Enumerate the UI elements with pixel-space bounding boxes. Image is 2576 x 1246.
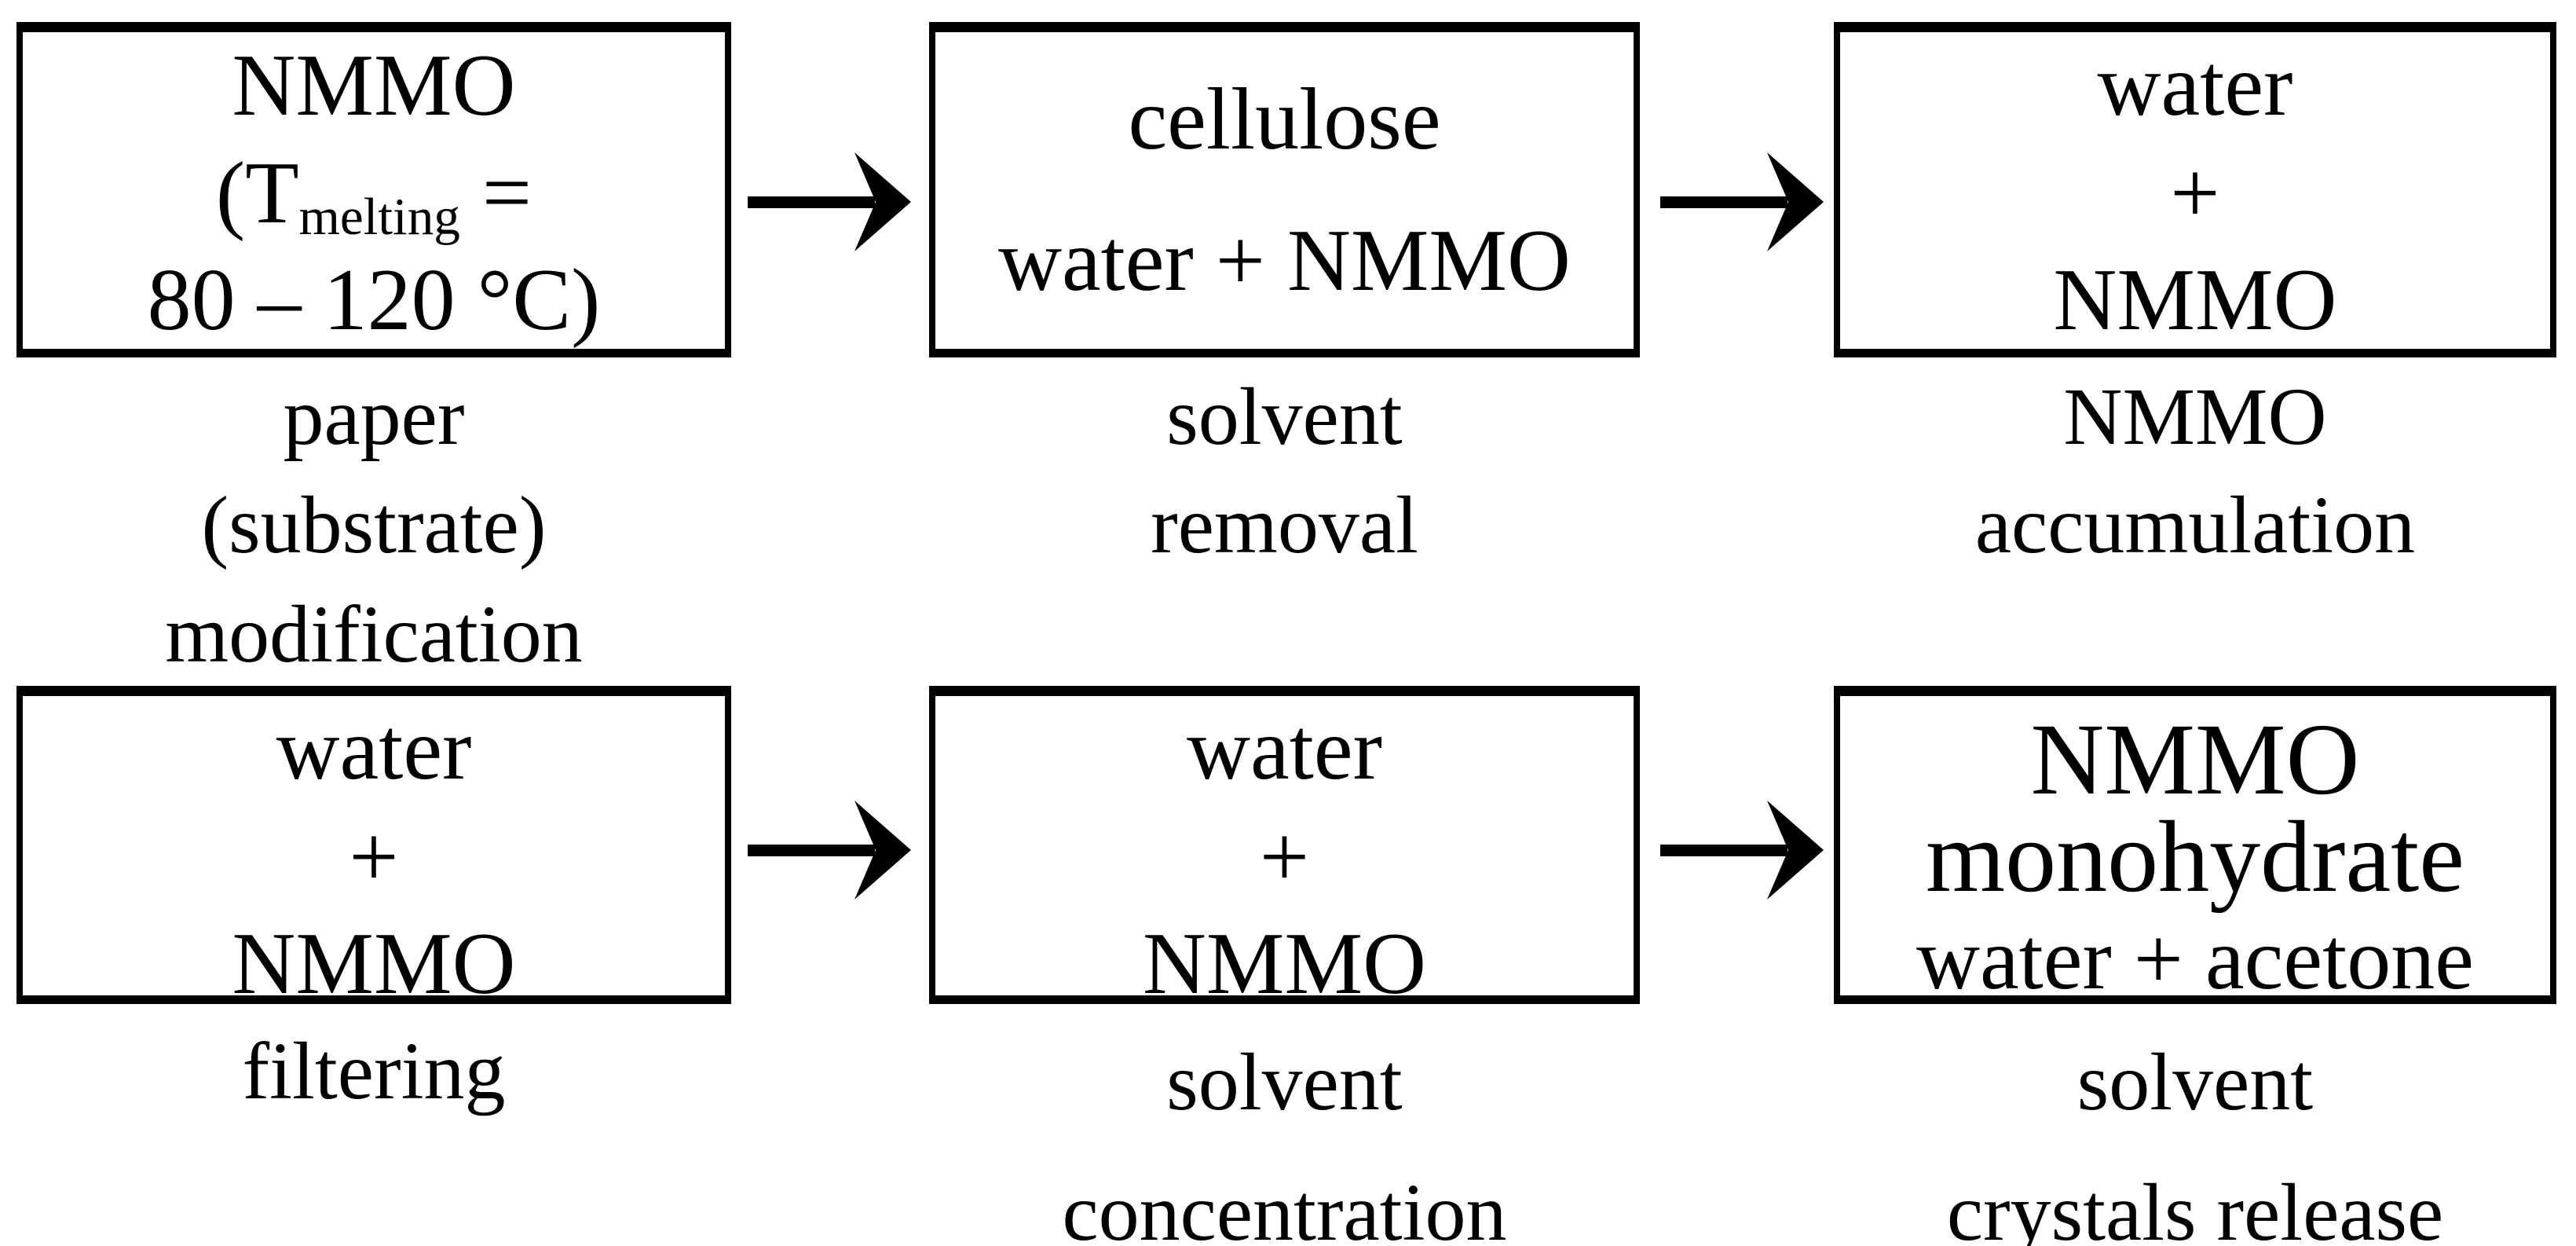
box-text-line: cellulose xyxy=(1128,71,1441,169)
tmelting-post: = xyxy=(459,144,532,242)
caption-solvent-crystals-release: solvent crystals release xyxy=(1834,1017,2556,1246)
flow-arrow-icon xyxy=(746,797,915,903)
caption-solvent-removal: solvent removal xyxy=(929,363,1640,581)
box-text-line: + xyxy=(2170,144,2220,242)
box-text-line: NMMO xyxy=(1143,915,1426,1013)
caption-text-line: concentration xyxy=(1062,1167,1507,1246)
box-text-line: NMMO xyxy=(2030,703,2360,816)
flow-arrow-icon xyxy=(746,149,915,255)
flow-arrow-icon xyxy=(1659,797,1828,903)
caption-text-line: filtering xyxy=(242,1026,506,1116)
caption-text-line: solvent xyxy=(1166,1037,1403,1127)
box-nmmo-monohydrate: NMMO monohydrate water + acetone xyxy=(1834,686,2556,1008)
caption-text-line: solvent xyxy=(2077,1037,2314,1127)
box-text-line: water xyxy=(276,701,472,798)
box-text-line-tmelting: (Tmelting = xyxy=(216,140,532,247)
caption-paper-substrate-modification: paper (substrate) modification xyxy=(16,363,731,689)
caption-text-line: removal xyxy=(1151,480,1418,571)
caption-nmmo-accumulation: NMMO accumulation xyxy=(1834,363,2556,581)
box-text-line: monohydrate xyxy=(1926,800,2464,914)
box-text-line: water xyxy=(1187,701,1382,798)
flow-arrow-icon xyxy=(1659,149,1828,255)
box-water-nmmo-accumulated: water + NMMO xyxy=(1834,22,2556,357)
box-text-line: NMMO xyxy=(232,915,516,1013)
box-nmmo-melting: NMMO (Tmelting = 80 – 120 °C) xyxy=(16,22,731,357)
caption-text-line: paper xyxy=(283,372,465,462)
caption-text-line: accumulation xyxy=(1974,480,2416,571)
box-text-line: water + NMMO xyxy=(998,212,1571,310)
box-water-nmmo-concentrated: water + NMMO xyxy=(929,686,1640,1013)
monohydrate-title-group: NMMO monohydrate xyxy=(1926,703,2464,914)
caption-text-line: modification xyxy=(165,588,583,680)
caption-text-line: NMMO xyxy=(2063,372,2327,462)
box-text-line: + xyxy=(1259,808,1310,906)
caption-solvent-concentration: solvent concentration xyxy=(929,1017,1640,1246)
box-text-line: water xyxy=(2097,37,2293,134)
box-text-line: NMMO xyxy=(2053,251,2337,350)
tmelting-pre: (T xyxy=(215,144,299,242)
box-text-line: 80 – 120 °C) xyxy=(147,251,601,350)
box-cellulose-water-nmmo: cellulose water + NMMO xyxy=(929,22,1640,357)
caption-text-line: solvent xyxy=(1166,372,1403,462)
caption-text-line: (substrate) xyxy=(201,480,547,571)
caption-filtering: filtering xyxy=(16,1017,731,1126)
box-text-line: water + acetone xyxy=(1916,911,2474,1008)
box-text-line: NMMO xyxy=(232,37,516,134)
tmelting-subscript: melting xyxy=(298,186,460,246)
caption-text-line: crystals release xyxy=(1946,1167,2444,1246)
box-text-line: + xyxy=(349,808,399,906)
box-water-nmmo-filtered: water + NMMO xyxy=(16,686,731,1013)
